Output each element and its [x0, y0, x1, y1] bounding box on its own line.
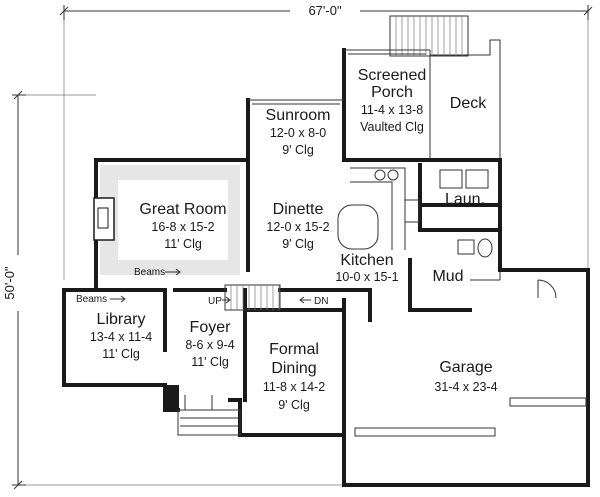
kitchen-label: Kitchen [340, 252, 393, 269]
sunroom-ceiling: 9' Clg [282, 143, 314, 157]
sunroom-label: Sunroom [266, 107, 331, 124]
garage-dims: 31-4 x 23-4 [434, 380, 497, 394]
interior-stairs [224, 284, 281, 311]
garage-label: Garage [439, 359, 492, 376]
dinette-label: Dinette [273, 201, 324, 218]
formal-dining-label-2: Dining [271, 360, 316, 377]
great-room-label: Great Room [139, 201, 226, 218]
sunroom-dims: 12-0 x 8-0 [270, 126, 326, 140]
stairs-up-label: UP [208, 296, 222, 307]
overall-depth-label: 50'-0" [2, 266, 17, 300]
formal-dining-dims: 11-8 x 14-2 [263, 380, 325, 394]
exterior-walls [62, 158, 590, 487]
bath-fixtures [457, 238, 493, 258]
formal-dining-label: Formal [269, 341, 319, 358]
screened-porch-dims: 11-4 x 13-8 [361, 103, 423, 117]
screened-porch-ceiling: Vaulted Clg [360, 120, 424, 134]
foyer-ceiling: 11' Clg [191, 355, 229, 369]
library-dims: 13-4 x 11-4 [90, 330, 152, 344]
great-room-dims: 16-8 x 15-2 [151, 220, 214, 234]
dinette-dims: 12-0 x 15-2 [266, 220, 329, 234]
great-room-ceiling: 11' Clg [164, 237, 202, 251]
overall-width-dimension [59, 3, 593, 280]
kitchen-dims: 10-0 x 15-1 [335, 270, 398, 284]
deck-label: Deck [450, 95, 487, 112]
beams-arrows [110, 268, 311, 304]
formal-dining-ceiling: 9' Clg [278, 398, 310, 412]
entry-steps [177, 395, 241, 436]
foyer-dims: 8-6 x 9-4 [185, 338, 234, 352]
library-label: Library [97, 311, 146, 328]
kitchen-counters [337, 167, 420, 250]
laundry-label: Laun. [445, 191, 485, 208]
overall-depth-dimension [4, 90, 344, 490]
garage-doors [354, 279, 587, 437]
screened-porch-label-2: Porch [371, 84, 413, 101]
mud-label: Mud [432, 268, 463, 285]
entry-column [165, 385, 179, 411]
fireplace [93, 197, 115, 241]
dinette-ceiling: 9' Clg [282, 237, 314, 251]
overall-width-label: 67'-0" [308, 3, 342, 18]
screened-porch-label: Screened [358, 67, 427, 84]
library-beams-note: Beams [76, 294, 107, 305]
stairs-down-label: DN [314, 296, 328, 307]
laundry-fixtures [439, 169, 489, 189]
screened-porch-walls [342, 48, 502, 162]
great-room-beams-note: Beams [134, 267, 165, 278]
foyer-label: Foyer [190, 319, 232, 336]
library-ceiling: 11' Clg [102, 347, 140, 361]
deck-stairs [389, 15, 469, 57]
interior-walls [94, 158, 502, 402]
sunroom-walls [246, 98, 344, 162]
